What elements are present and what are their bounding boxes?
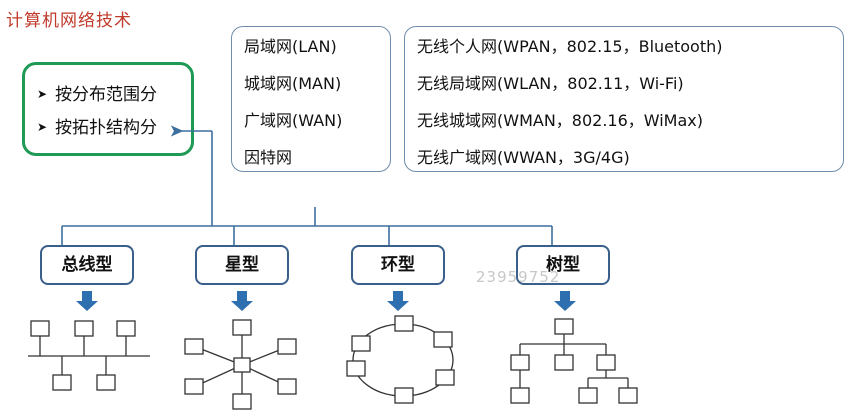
down-arrow-icon bbox=[387, 291, 409, 311]
star-topology-diagram bbox=[184, 319, 297, 410]
wireless-type-wman: 无线城域网(WMAN，802.16，WiMax) bbox=[417, 111, 704, 130]
category-by-topology: ➤ 按拓扑结构分 bbox=[37, 112, 191, 145]
wireless-type-wpan: 无线个人网(WPAN，802.15，Bluetooth) bbox=[417, 37, 723, 56]
scope-type-man: 城域网(MAN) bbox=[244, 74, 342, 93]
topology-ring-label: 环型 bbox=[351, 245, 445, 285]
tree-topology-diagram bbox=[510, 318, 638, 404]
down-arrow-icon bbox=[231, 291, 253, 311]
topology-connector bbox=[61, 125, 553, 245]
bus-topology-diagram bbox=[28, 320, 150, 391]
wireless-type-wwan: 无线广域网(WWAN，3G/4G) bbox=[417, 148, 630, 167]
topology-tree-label: 树型 bbox=[516, 245, 610, 285]
down-arrow-icon bbox=[76, 291, 98, 311]
watermark: 23959752 bbox=[476, 268, 561, 286]
ring-topology-diagram bbox=[346, 315, 455, 404]
scope-types-box: 局域网(LAN) 城域网(MAN) 广域网(WAN) 因特网 bbox=[231, 26, 391, 172]
page-title: 计算机网络技术 bbox=[6, 11, 132, 31]
arrow-bullet-icon: ➤ bbox=[37, 120, 48, 134]
down-arrow-icon bbox=[554, 291, 576, 311]
wireless-types-box: 无线个人网(WPAN，802.15，Bluetooth) 无线局域网(WLAN，… bbox=[404, 26, 844, 172]
scope-type-wan: 广域网(WAN) bbox=[244, 111, 343, 130]
category-by-scope-label: 按分布范围分 bbox=[55, 85, 158, 105]
down-arrows bbox=[76, 291, 576, 311]
wireless-type-wlan: 无线局域网(WLAN，802.11，Wi-Fi) bbox=[417, 74, 684, 93]
arrow-bullet-icon: ➤ bbox=[37, 87, 48, 101]
scope-type-internet: 因特网 bbox=[244, 148, 293, 167]
topology-star-label: 星型 bbox=[195, 245, 289, 285]
scope-type-lan: 局域网(LAN) bbox=[244, 37, 337, 56]
classification-box: ➤ 按分布范围分 ➤ 按拓扑结构分 bbox=[22, 62, 194, 156]
topology-bus-label: 总线型 bbox=[40, 245, 134, 285]
category-by-scope: ➤ 按分布范围分 bbox=[37, 79, 191, 112]
category-by-topology-label: 按拓扑结构分 bbox=[55, 118, 158, 138]
